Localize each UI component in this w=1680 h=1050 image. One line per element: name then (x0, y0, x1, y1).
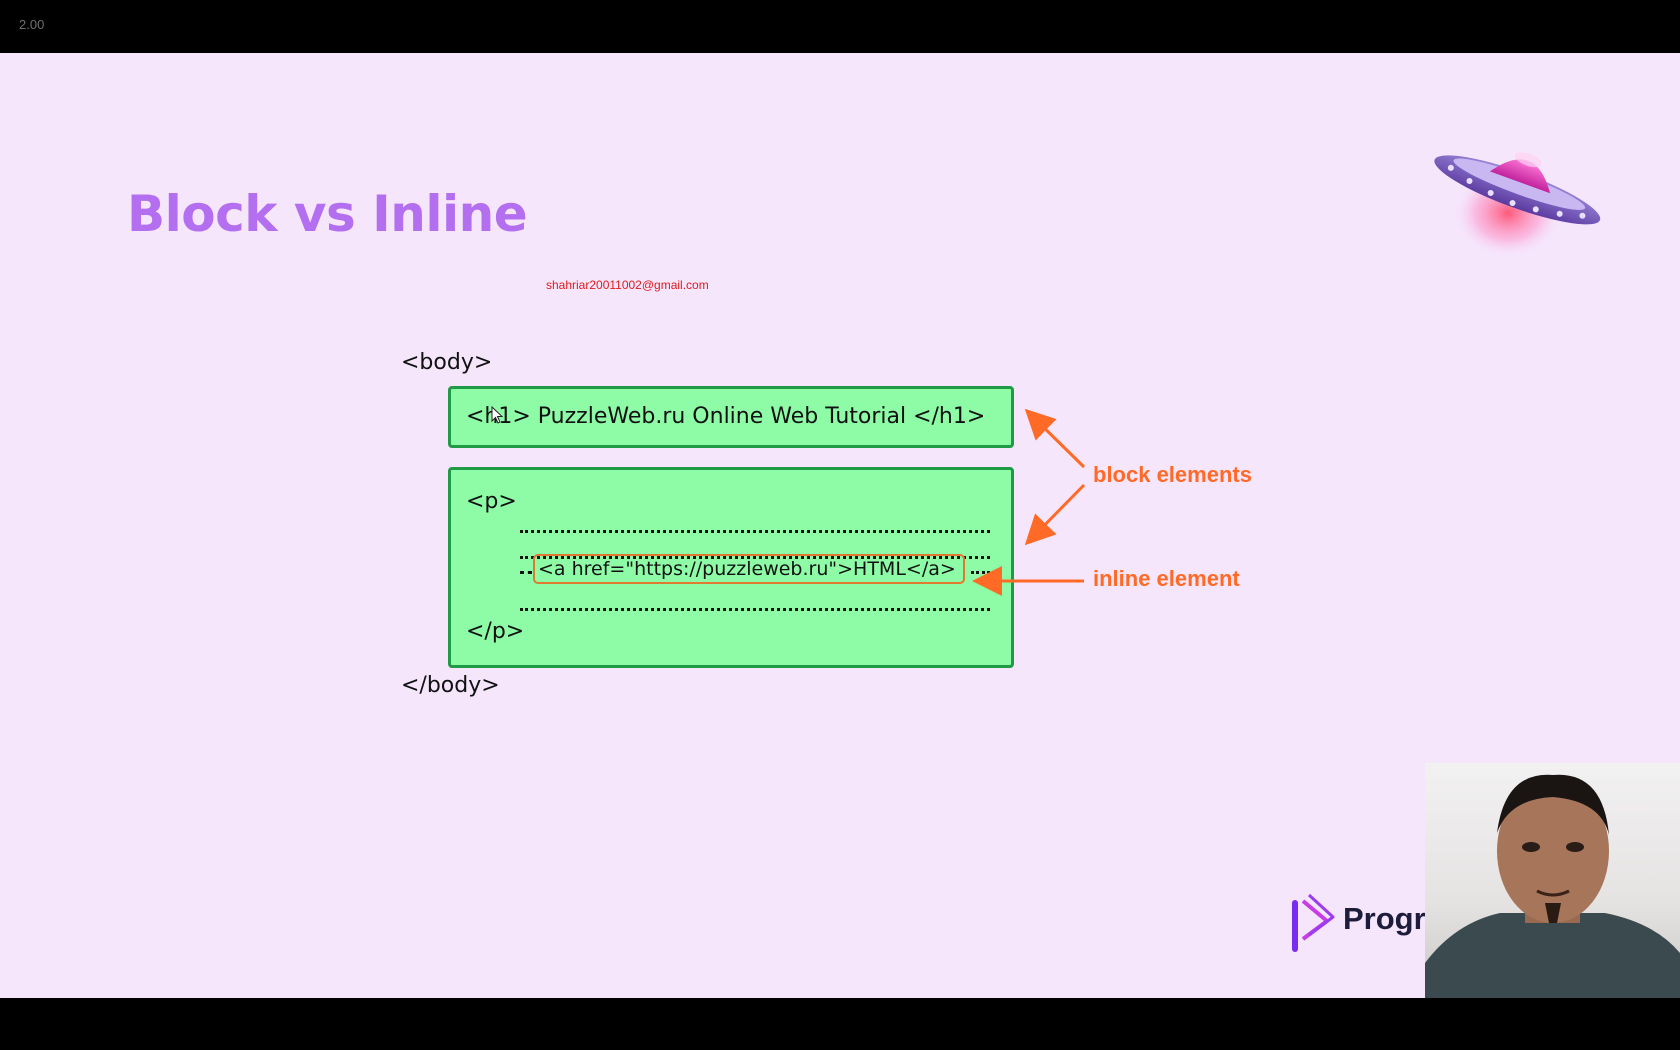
presenter-webcam (1425, 763, 1680, 998)
presenter-figure (1425, 774, 1680, 998)
h1-code-line: <h1> PuzzleWeb.ru Online Web Tutorial </… (466, 404, 986, 429)
anchor-inline-element: <a href="https://puzzleweb.ru">HTML</a> (533, 554, 965, 584)
slide-canvas: Block vs Inline shahriar20011002@gmail.c… (0, 53, 1680, 998)
mouse-cursor-icon (491, 406, 504, 424)
text-placeholder-line (520, 556, 990, 559)
arrow-to-p (1024, 483, 1086, 546)
arrow-to-h1 (1024, 408, 1086, 469)
text-placeholder-line (520, 608, 990, 611)
slide-title: Block vs Inline (127, 185, 528, 243)
ufo-icon (1434, 152, 1601, 258)
h1-block-element: <h1> PuzzleWeb.ru Online Web Tutorial </… (448, 386, 1014, 448)
block-elements-label: block elements (1093, 462, 1252, 487)
video-top-bar: 2.00 (0, 0, 1680, 53)
text-placeholder-line (520, 571, 532, 574)
playback-speed-label[interactable]: 2.00 (19, 17, 45, 32)
code-body-open: <body> (401, 350, 493, 375)
code-body-close: </body> (401, 673, 500, 698)
watermark-email: shahriar20011002@gmail.com (546, 278, 709, 292)
brand-logo-icon (1292, 893, 1335, 952)
text-placeholder-line (520, 530, 990, 533)
inline-element-label: inline element (1093, 566, 1240, 591)
code-p-close: </p> (466, 619, 525, 644)
video-bottom-bar (0, 998, 1680, 1050)
code-p-open: <p> (466, 489, 517, 514)
text-placeholder-line (971, 571, 990, 574)
p-block-element: <p> <a href="https://puzzleweb.ru">HTML<… (448, 467, 1014, 668)
